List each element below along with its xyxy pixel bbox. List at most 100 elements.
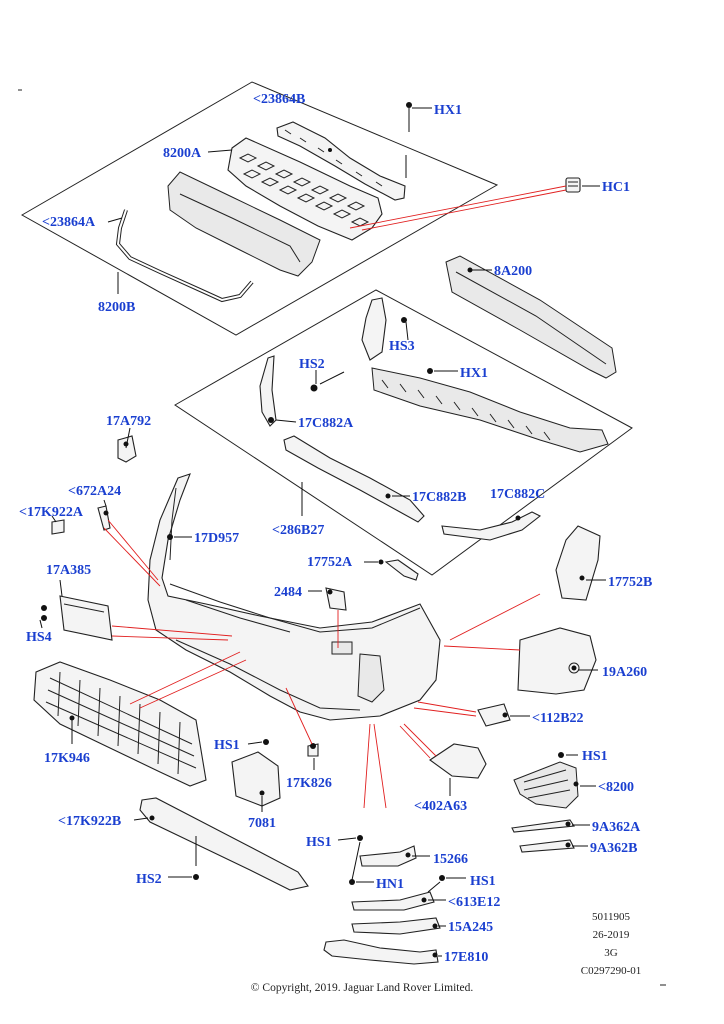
part-7081 bbox=[231, 751, 281, 807]
label-15266: 15266 bbox=[433, 852, 468, 867]
part-17K922A bbox=[51, 519, 65, 535]
fastener-HS1-a bbox=[263, 739, 269, 745]
label-17A385: 17A385 bbox=[46, 563, 91, 578]
label-17C882B: 17C882B bbox=[412, 490, 466, 505]
label-672A24: <672A24 bbox=[68, 484, 121, 499]
label-19A260: 19A260 bbox=[602, 665, 647, 680]
red-lead-17752B bbox=[449, 593, 541, 641]
marker-17D957 bbox=[167, 534, 173, 540]
label-HS1-a: HS1 bbox=[214, 738, 240, 753]
copyright-notice: © Copyright, 2019. Jaguar Land Rover Lim… bbox=[250, 982, 474, 994]
fastener-HN1 bbox=[349, 879, 355, 885]
part-absorber-beam bbox=[361, 297, 609, 453]
red-lead-402A63 bbox=[399, 723, 437, 759]
ref-date: 26-2019 bbox=[592, 929, 630, 941]
part-112B22 bbox=[477, 703, 511, 727]
part-2484 bbox=[325, 587, 347, 611]
fastener-HS4 bbox=[41, 605, 47, 621]
part-672A24 bbox=[97, 505, 111, 531]
red-lead-112B22 bbox=[413, 701, 477, 717]
part-17A792 bbox=[117, 435, 137, 463]
label-17752A: 17752A bbox=[307, 555, 353, 570]
beam-group-frame bbox=[174, 289, 633, 576]
label-2484: 2484 bbox=[274, 585, 302, 600]
part-8200B bbox=[167, 171, 321, 277]
part-15A245 bbox=[351, 917, 441, 935]
label-23864B: <23864B bbox=[253, 92, 305, 107]
label-17K826: 17K826 bbox=[286, 776, 332, 791]
label-HS3: HS3 bbox=[389, 339, 415, 354]
part-17752A bbox=[378, 559, 419, 581]
label-HS2-bot: HS2 bbox=[136, 872, 162, 887]
label-17E810: 17E810 bbox=[444, 950, 488, 965]
ref-revision: 3G bbox=[604, 947, 618, 959]
part-17E810 bbox=[323, 939, 439, 965]
label-HS1-b: HS1 bbox=[582, 749, 608, 764]
label-17K922A: <17K922A bbox=[19, 505, 84, 520]
part-bumper-cover bbox=[147, 473, 441, 721]
fastener-HS1-d bbox=[427, 875, 445, 893]
part-23864B bbox=[276, 121, 406, 201]
part-23864A bbox=[115, 209, 254, 303]
label-8200: <8200 bbox=[598, 780, 634, 795]
part-8200 bbox=[513, 761, 579, 809]
part-17K946 bbox=[33, 661, 207, 787]
label-15A245: 15A245 bbox=[448, 920, 493, 935]
label-112B22: <112B22 bbox=[532, 711, 584, 726]
fastener-HS1-b bbox=[558, 752, 564, 758]
label-402A63: <402A63 bbox=[414, 799, 467, 814]
label-HN1: HN1 bbox=[376, 877, 404, 892]
red-lead-15266 bbox=[363, 723, 387, 809]
label-17D957: 17D957 bbox=[194, 531, 239, 546]
part-402A63 bbox=[429, 743, 487, 779]
label-8200A: 8200A bbox=[163, 146, 202, 161]
label-HS1-c: HS1 bbox=[306, 835, 332, 850]
label-23864A: <23864A bbox=[42, 215, 96, 230]
label-HS4: HS4 bbox=[26, 630, 52, 645]
label-HS2-mid: HS2 bbox=[299, 357, 325, 372]
ref-number: 5011905 bbox=[591, 911, 631, 923]
label-17K922B: <17K922B bbox=[58, 814, 121, 829]
label-8200B: 8200B bbox=[98, 300, 135, 315]
label-17C882C: 17C882C bbox=[490, 487, 545, 502]
red-lead-clips bbox=[103, 519, 161, 587]
label-17752B: 17752B bbox=[608, 575, 652, 590]
label-286B27: <286B27 bbox=[272, 523, 324, 538]
red-lead-17K946 bbox=[129, 651, 247, 709]
label-17C882A: 17C882A bbox=[298, 416, 354, 431]
part-17A385 bbox=[59, 595, 113, 641]
part-17C882A bbox=[259, 355, 277, 427]
part-8A200 bbox=[445, 255, 617, 379]
part-17752B bbox=[555, 525, 601, 601]
part-9A362A bbox=[511, 819, 575, 833]
fastener-HS2-mid bbox=[310, 371, 345, 392]
label-9A362B: 9A362B bbox=[590, 841, 637, 856]
fastener-HS1-c bbox=[351, 835, 363, 881]
part-9A362B bbox=[519, 839, 575, 853]
label-HX1-mid: HX1 bbox=[460, 366, 488, 381]
red-lead-19A260 bbox=[443, 645, 521, 651]
grille-group-frame bbox=[20, 81, 499, 336]
red-lead-HC1 bbox=[349, 185, 567, 231]
label-17K946: 17K946 bbox=[44, 751, 90, 766]
label-HC1: HC1 bbox=[602, 180, 630, 195]
drawing-reference: 5011905 26-2019 3G C0297290-01 bbox=[566, 908, 656, 980]
label-HX1-top: HX1 bbox=[434, 103, 462, 118]
label-9A362A: 9A362A bbox=[592, 820, 641, 835]
label-613E12: <613E12 bbox=[448, 895, 500, 910]
part-8200A bbox=[227, 137, 383, 241]
red-lead-17A385 bbox=[111, 625, 233, 641]
label-17A792: 17A792 bbox=[106, 414, 151, 429]
label-7081: 7081 bbox=[248, 816, 276, 831]
part-17K826 bbox=[307, 743, 319, 757]
part-17C882B bbox=[283, 435, 425, 523]
part-19A260 bbox=[517, 627, 597, 695]
label-8A200: 8A200 bbox=[494, 264, 532, 279]
fastener-HX1-top bbox=[405, 102, 412, 178]
part-17K922B bbox=[139, 797, 309, 891]
part-613E12 bbox=[351, 891, 435, 911]
red-lead-17K826 bbox=[285, 687, 313, 745]
part-17C882C bbox=[441, 511, 542, 541]
fastener-HC1 bbox=[565, 177, 581, 193]
